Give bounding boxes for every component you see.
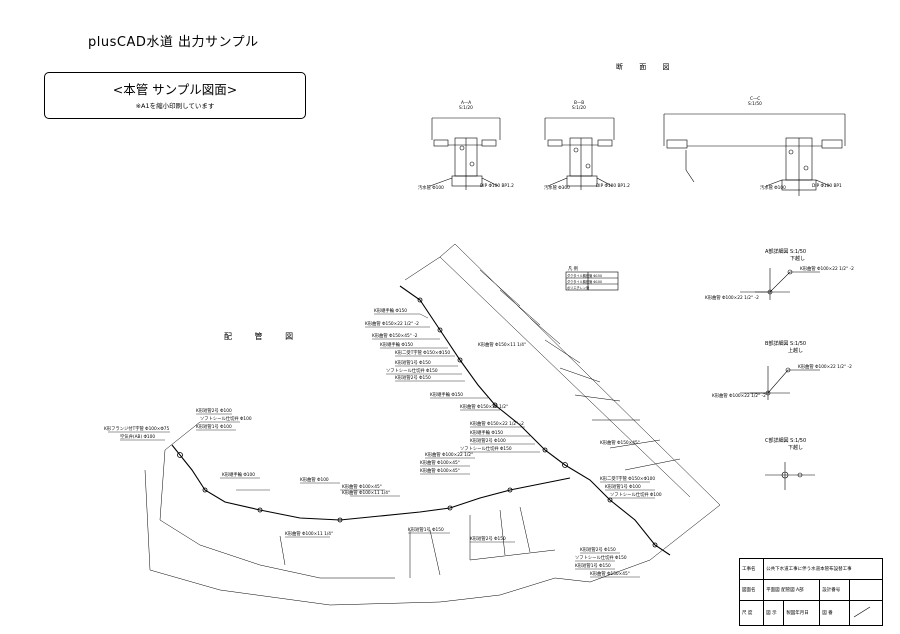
title-block-label: 図 番 [819,600,851,626]
section-view-title: 断 面 図 [616,63,677,71]
title-block-cell: 製図年月日 [783,600,821,626]
pipe-label: K形短管2号 Φ100 [470,437,506,444]
legend-row: ダクタイル鋳鉄管 Φ100 [567,279,602,284]
pipe-label: K形曲管 Φ150×45° [590,570,630,577]
title-block-cell [849,579,883,602]
pipe-label: K形継手輪 Φ150 [470,429,503,436]
pipe-label: K形二受T字管 Φ150×Φ100 [600,475,655,482]
pipe-label: K形短管1号 Φ150 [408,526,444,533]
pipe-label: K形曲管 Φ100×45° [420,459,460,466]
pipe-label: ソフトシール仕切弁 Φ100 [200,415,252,422]
section-c-left-note: 汚水管 Φ100 [760,184,786,191]
pipe-label: K形曲管 Φ150×11 1/4° [478,341,526,348]
section-a-right-note: DIP Φ100 BP1.2 [480,183,514,189]
pipe-label: K形曲管 Φ100×11 1/4° [342,489,390,496]
detail-a-label: K形曲管 Φ100×22 1/2° -2 [800,265,854,272]
pipe-label: K形曲管 Φ150×45° [600,439,640,446]
section-a-left-note: 汚水管 Φ100 [418,184,444,191]
detail-a-subtitle: 下越し [790,255,805,262]
title-block-label: 工事名 [738,557,765,581]
detail-c [765,462,815,490]
pipe-label: K形二受T字管 Φ150×Φ150 [395,349,450,356]
section-b [544,117,615,190]
pipe-label: K形継手輪 Φ150 [374,307,407,314]
section-c-label: C—C [750,96,760,102]
title-block-label: 図面名 [738,579,765,602]
pipe-label: K形曲管 Φ100 [300,476,329,483]
pipe-label: K形短管1号 Φ150 [395,359,431,366]
legend-title: 凡 例 [568,265,578,272]
detail-b-label: K形曲管 Φ100×22 1/2° -2 [712,392,766,399]
parcel-lines [144,243,721,606]
pipe-label: K形短管1号 Φ100 [196,423,232,430]
pipe-label: K形曲管 Φ100×45° [420,467,460,474]
title-block-label: 設計番号 [819,579,851,602]
section-b-scale: S:1/20 [572,105,586,111]
section-b-label: B—B [574,100,584,106]
pipe-label: ソフトシール仕切弁 Φ150 [460,445,512,452]
detail-a [740,268,820,300]
sample-caption-box: <本管 サンプル図面> ※A1を縮小印刷しています [44,72,306,119]
pipe-label: K形曲管 Φ150×22 1/2° -2 [365,320,419,327]
pipe-label: ソフトシール仕切弁 Φ150 [575,554,627,561]
title-block-drawing-name: 平面図 配管図 A部 [763,579,821,602]
sample-caption-note: ※A1を縮小印刷しています [135,102,215,110]
piping-view-title: 配 管 図 [224,332,304,341]
section-c-right-note: DIP Φ100 BP1 [812,183,842,189]
pipe-label: K形曲管 Φ150×22 1/2° [460,403,508,410]
title-block-project: 公共下水道工事に伴う水道本管布設替工事 [763,557,883,581]
detail-b-title: B部詳細図 S:1/50 [765,340,806,347]
title-block-cell: 図 示 [763,600,785,626]
section-a [429,117,501,190]
pipe-label: K形曲管 Φ150×45° -2 [372,332,418,339]
legend-row: ダクタイル鋳鉄管 Φ150 [567,273,602,278]
pipe-label: K形曲管 Φ150×22 1/2° -2 [470,420,524,427]
detail-a-label: K形曲管 Φ100×22 1/2° -2 [705,294,759,301]
section-b-left-note: 汚水管 Φ300 [544,184,570,191]
legend-row: ポリエチレン管 [567,285,589,290]
detail-b [740,366,820,400]
pipe-label: K形曲管 Φ100×22 1/2° [425,451,473,458]
pipe-label: K形短管2号 Φ150 [395,374,431,381]
pipe-route [171,285,671,556]
pipe-label: K形短管1号 Φ150 [575,562,611,569]
detail-a-title: A部詳細図 S:1/50 [765,248,806,255]
pipe-label: K形短管1号 Φ100 [605,483,641,490]
legend-box [565,271,619,291]
pipe-label: K形曲管 Φ100×45° [342,483,382,490]
section-a-label: A—A [461,100,471,106]
pipe-label: K形曲管 Φ100×11 1/4° [285,530,333,537]
sample-caption-title: <本管 サンプル図面> [112,82,238,97]
section-b-right-note: DIP Φ100 BP1.2 [596,183,630,189]
pipe-label: K形フランジ付T字管 Φ100×Φ75 [104,425,169,432]
leader-lines [108,313,655,578]
section-c-scale: S:1/50 [748,101,762,107]
pipe-label: K形短管2号 Φ100 [196,407,232,414]
section-c [663,113,846,196]
detail-b-subtitle: 上越し [788,347,803,354]
document-title: plusCAD水道 出力サンプル [88,35,259,50]
section-a-scale: S:1/20 [459,105,473,111]
pipe-label: K形短管2号 Φ150 [580,546,616,553]
pipe-label: ソフトシール仕切弁 Φ150 [386,367,438,374]
title-block: 工事名 公共下水道工事に伴う水道本管布設替工事 図面名 平面図 配管図 A部 設… [738,557,883,626]
pipe-label: K形継手輪 Φ100 [222,471,255,478]
pipe-label: 空気弁(AB) Φ100 [120,433,155,440]
pipe-fittings [177,297,658,548]
detail-c-title: C部詳細図 S:1/50 [765,437,806,444]
title-block-label: 尺 度 [738,600,765,626]
detail-c-subtitle: 下越し [788,444,803,451]
pipe-label: K形継手輪 Φ150 [380,341,413,348]
pipe-label: K形継手輪 Φ150 [430,391,463,398]
title-block-cell [849,600,883,626]
pipe-label: K形短管2号 Φ150 [470,535,506,542]
detail-b-label: K形曲管 Φ100×22 1/2° -2 [798,363,852,370]
pipe-label: ソフトシール仕切弁 Φ100 [610,491,662,498]
